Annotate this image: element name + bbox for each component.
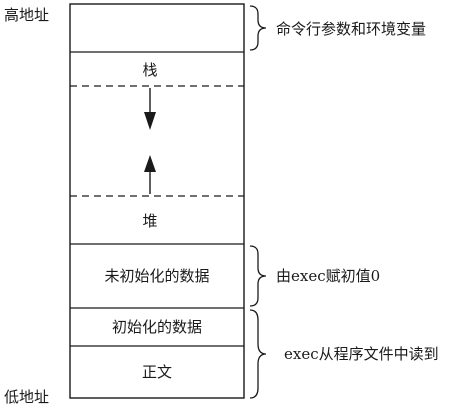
memory-column [69,3,245,399]
stack-growth-arrow-icon [144,88,156,130]
segment-bss-label: 未初始化的数据 [104,267,209,285]
low-address-label: 低地址 [4,388,50,406]
annotation-args-env: 命令行参数和环境变量 [276,20,427,38]
brace-data-text [249,309,267,399]
heap-growth-arrow-icon [144,155,156,194]
segment-heap-label: 堆 [142,212,157,230]
brace-bss [249,245,267,307]
high-address-label: 高地址 [4,6,50,24]
annotation-data-text: exec从程序文件中读到 [284,345,439,363]
annotation-bss: 由exec赋初值0 [276,267,381,285]
brace-args-env [249,5,267,51]
segment-stack-label: 栈 [142,61,157,79]
segment-text-label: 正文 [142,363,172,381]
segment-data-label: 初始化的数据 [112,318,202,336]
